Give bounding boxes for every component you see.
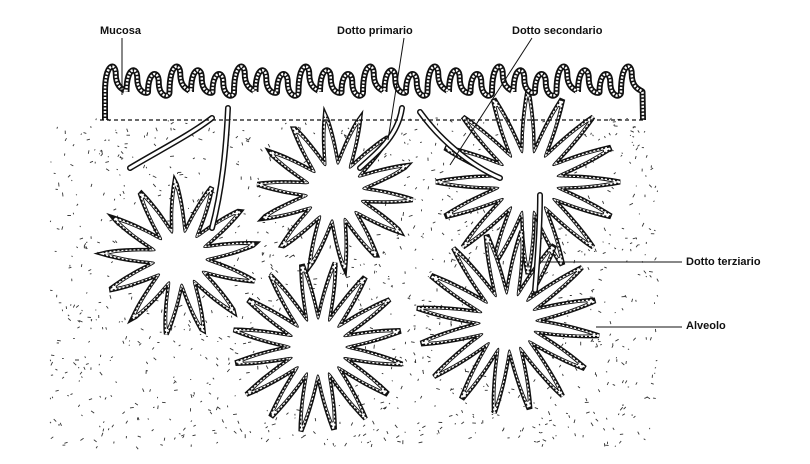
mucosa-epithelium	[105, 67, 643, 120]
label-mucosa: Mucosa	[100, 25, 141, 37]
alveolus-cluster-lower-right	[417, 231, 599, 413]
alveolus-cluster-upper-right	[436, 90, 620, 274]
label-dotto-primario: Dotto primario	[337, 25, 413, 37]
label-dotto-secondario: Dotto secondario	[512, 25, 602, 37]
duct-primario	[360, 108, 402, 168]
alveolus-cluster-lower-middle	[234, 263, 403, 432]
mucosa-layer	[100, 67, 645, 120]
label-dotto-terziario: Dotto terziario	[686, 256, 761, 268]
label-alveolo: Alveolo	[686, 320, 726, 332]
alveolus-cluster-left	[103, 182, 255, 335]
